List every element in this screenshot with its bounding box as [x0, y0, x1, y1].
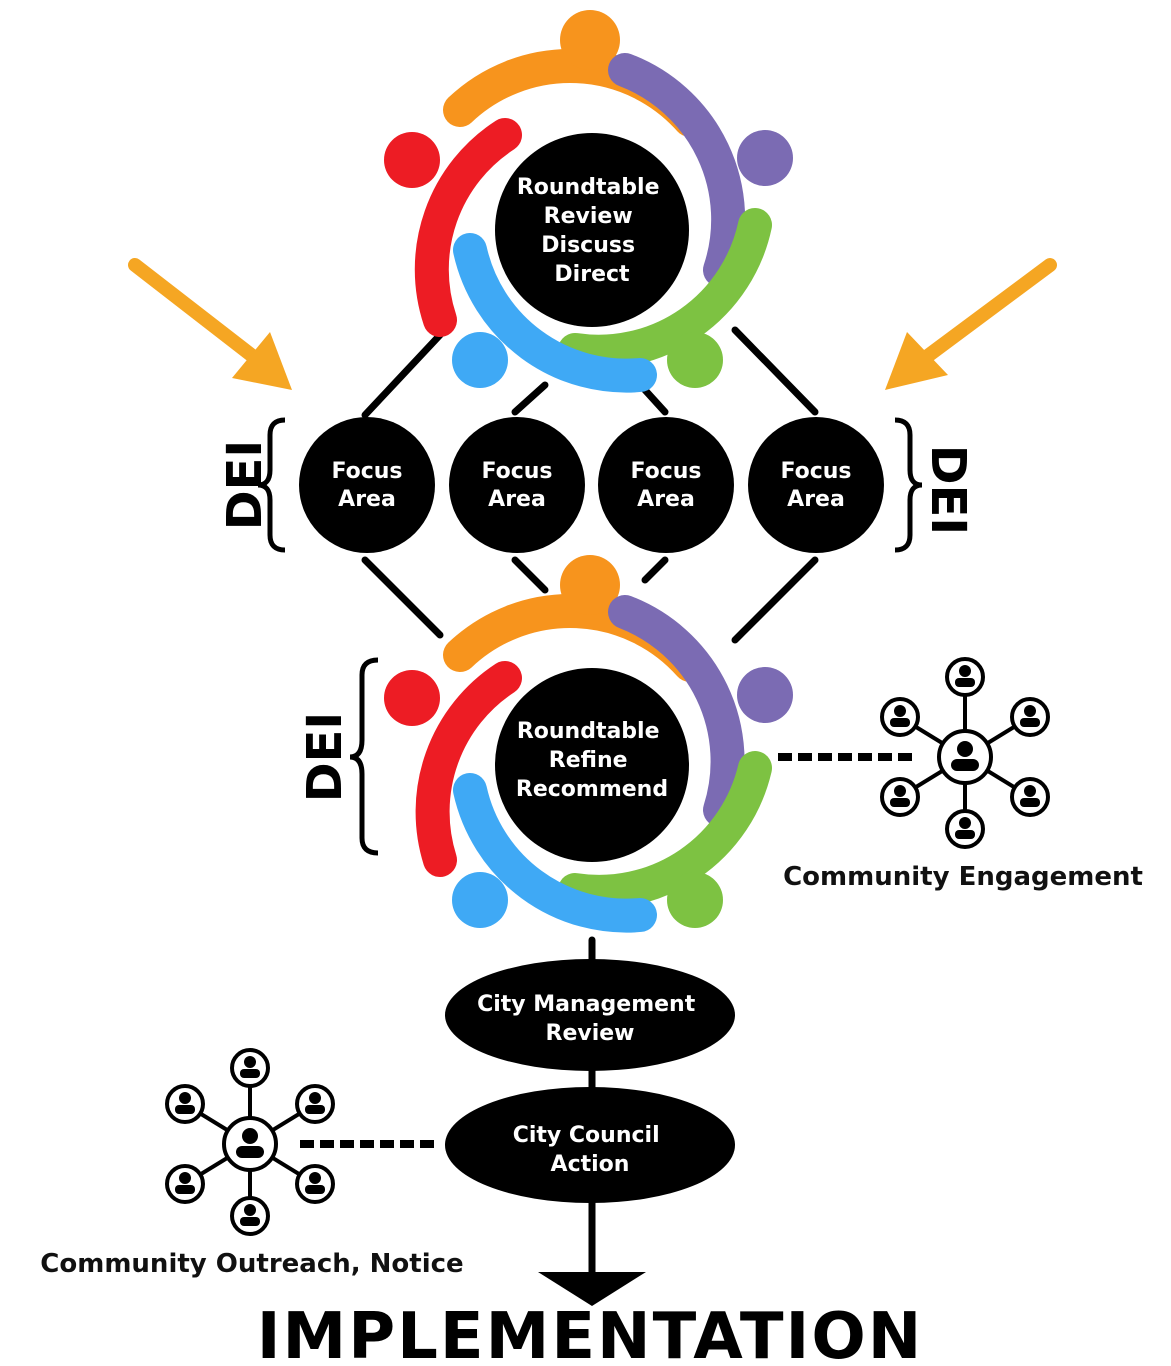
svg-text:Roundtable Refine Reco: Roundtable Refine Recommend	[516, 719, 668, 802]
roundtable-bottom-node	[495, 668, 689, 862]
roundtable-top-line: Discuss	[541, 233, 635, 258]
left-brace-icon	[257, 417, 286, 553]
roundtable-bottom-line: Refine	[549, 748, 628, 773]
right-brace-icon	[894, 417, 923, 553]
city-council-line: Action	[551, 1152, 630, 1177]
people-network-icon	[165, 1048, 335, 1236]
dei-label-right: DEI	[920, 445, 976, 536]
roundtable-top-line: Direct	[554, 262, 630, 287]
right-input-arrow-icon	[885, 258, 1057, 390]
people-ring-icon-top	[384, 10, 793, 393]
city-council-node	[445, 1087, 735, 1203]
implementation-label: IMPLEMENTATION	[257, 1300, 924, 1366]
roundtable-top-line: Review	[544, 204, 633, 229]
city-council-line: City Council	[513, 1123, 660, 1148]
left-input-arrow-icon	[128, 258, 292, 390]
community-outreach-label: Community Outreach, Notice	[40, 1249, 463, 1279]
dei-label-left: DEI	[217, 440, 273, 531]
svg-text:City Council Action: City Council Action	[513, 1123, 668, 1177]
left-brace-icon	[349, 657, 379, 856]
people-network-icon	[880, 657, 1050, 849]
roundtable-bottom-line: Roundtable	[517, 719, 660, 744]
city-management-line: City Management	[477, 992, 696, 1017]
people-ring-icon-bottom	[384, 555, 793, 933]
roundtable-bottom-line: Recommend	[516, 777, 668, 802]
city-management-node	[445, 959, 735, 1071]
down-arrowhead-icon	[538, 1272, 646, 1306]
city-management-line: Review	[546, 1021, 635, 1046]
svg-text:City Management Review: City Management Review	[477, 992, 703, 1046]
community-engagement-label: Community Engagement	[783, 862, 1143, 892]
roundtable-top-line: Roundtable	[517, 175, 660, 200]
dei-label-roundtable: DEI	[297, 712, 353, 803]
connectors	[361, 326, 819, 1284]
roundtable-top-node	[495, 133, 689, 327]
svg-text:Roundtable Review Disc: Roundtable Review Discuss Direct	[517, 175, 667, 287]
dashed-connectors	[300, 753, 912, 1148]
